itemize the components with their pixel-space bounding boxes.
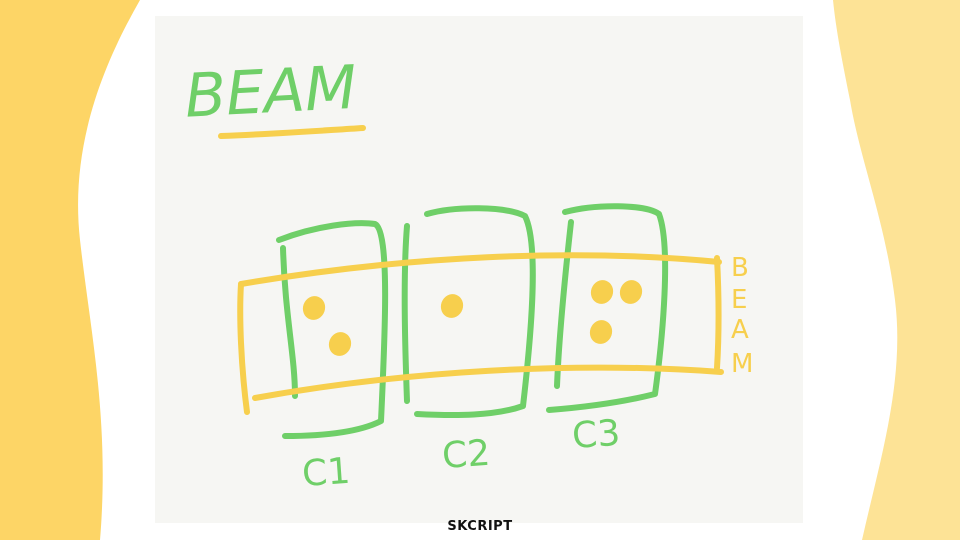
side-letter-e: E bbox=[731, 285, 747, 315]
brand-footer: SKCRIPT bbox=[447, 519, 513, 534]
beam-sketch: BEAM bbox=[183, 53, 753, 495]
reinforcement-bars bbox=[302, 280, 643, 356]
bar-c3-1 bbox=[590, 280, 614, 304]
title-underline bbox=[218, 125, 366, 139]
left-wave-shape bbox=[0, 0, 140, 540]
bar-c2-1 bbox=[440, 294, 464, 318]
column-label-c3: C3 bbox=[571, 413, 622, 457]
side-letter-b: B bbox=[731, 253, 749, 283]
bar-c3-2 bbox=[619, 280, 643, 304]
side-letter-a: A bbox=[731, 315, 749, 345]
sketch-title: BEAM bbox=[183, 53, 358, 132]
side-letter-m: M bbox=[731, 349, 753, 379]
column-outline-c2 bbox=[401, 205, 536, 419]
right-wave-shape bbox=[833, 0, 960, 540]
column-label-c1: C1 bbox=[301, 451, 352, 495]
bar-c1-2 bbox=[328, 332, 352, 356]
beam-outline bbox=[237, 252, 724, 415]
column-label-c2: C2 bbox=[441, 433, 492, 477]
bar-c1-1 bbox=[302, 296, 326, 320]
column-outline-c3 bbox=[546, 203, 669, 413]
column-labels: C1 C2 C3 bbox=[301, 413, 622, 495]
sketch-paper: BEAM bbox=[155, 16, 803, 523]
column-outline-c1 bbox=[276, 220, 389, 439]
beam-side-label: B E A M bbox=[731, 253, 753, 379]
bar-c3-3 bbox=[589, 320, 613, 344]
